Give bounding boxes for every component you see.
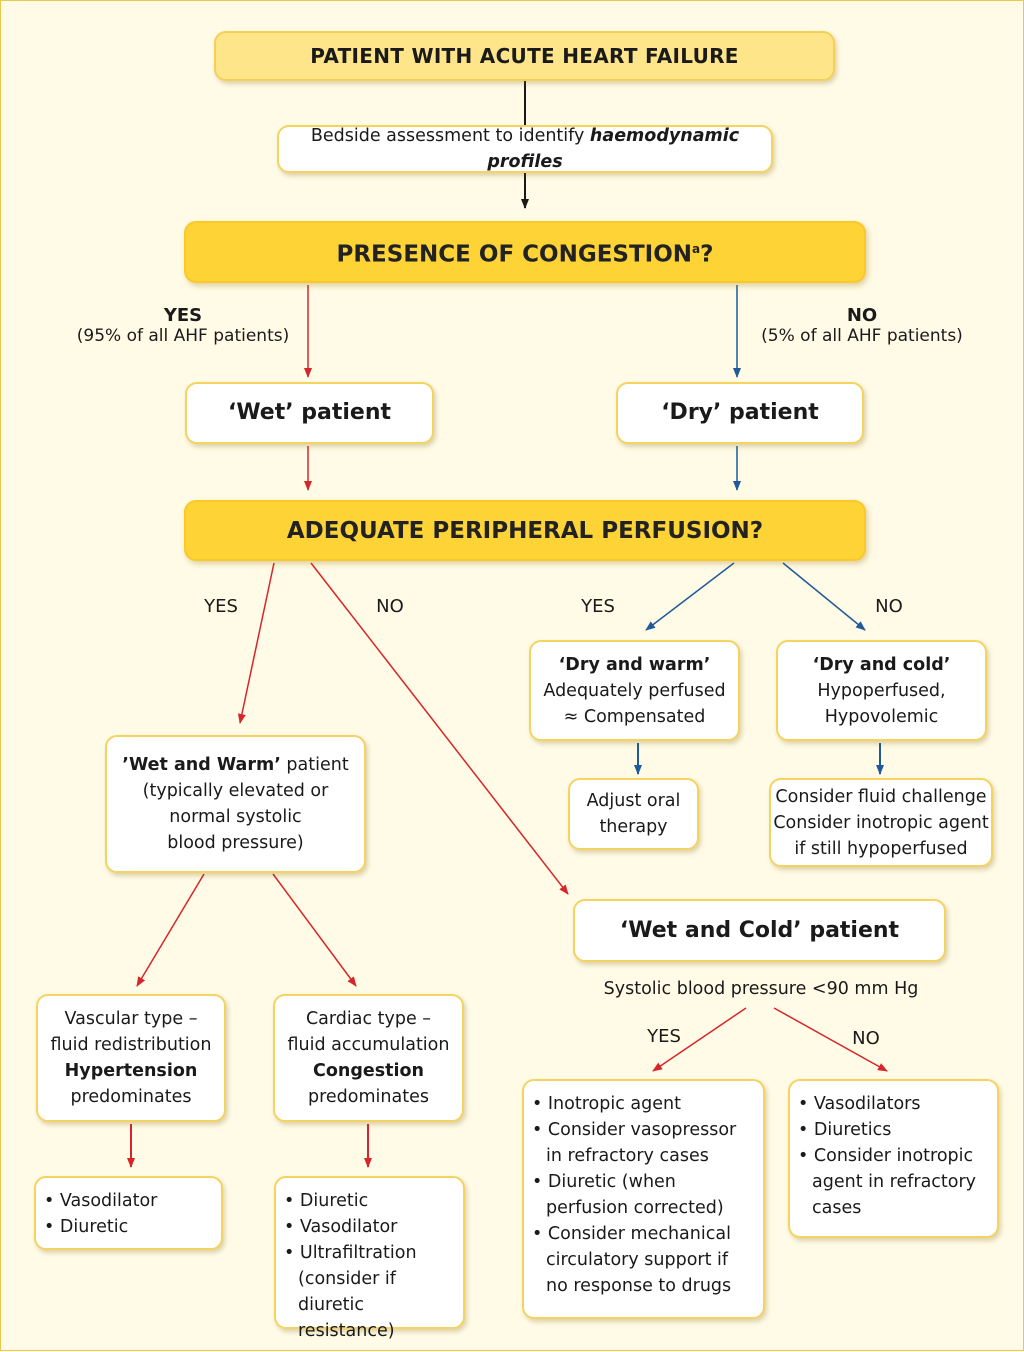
adjust-oral-line1: Adjust oral bbox=[586, 791, 681, 811]
cold-no-tx-item: Vasodilators bbox=[798, 1091, 921, 1117]
fluid-challenge-box: Consider fluid challenge Consider inotro… bbox=[769, 778, 993, 867]
fluid-challenge-line2: Consider inotropic agent bbox=[773, 812, 989, 833]
dry-warm-line2: ≈ Compensated bbox=[563, 706, 706, 727]
congestion-yes-share: (95% of all AHF patients) bbox=[76, 326, 290, 346]
wet-warm-title-bold: ’Wet and Warm’ bbox=[122, 755, 281, 775]
wet-cold-yes-treatment-box: Inotropic agent Consider vasopressor in … bbox=[522, 1079, 765, 1319]
wet-warm-line3: blood pressure) bbox=[167, 833, 304, 853]
title-text: PATIENT WITH ACUTE HEART FAILURE bbox=[310, 44, 739, 68]
dry-patient-text: ‘Dry’ patient bbox=[661, 400, 819, 425]
fluid-challenge-line1: Consider fluid challenge bbox=[775, 786, 987, 807]
arrow-dry-perfusion-yes bbox=[645, 562, 735, 631]
cardiac-tx-item: Ultrafiltration (consider if diuretic re… bbox=[284, 1240, 455, 1344]
vascular-line3: Hypertension bbox=[64, 1061, 198, 1081]
arrow-sbp-yes bbox=[652, 1007, 747, 1072]
wet-patient-text: ‘Wet’ patient bbox=[227, 400, 392, 425]
cold-yes-tx-item: Consider vasopressor in refractory cases bbox=[532, 1117, 755, 1169]
dry-patient-box: ‘Dry’ patient bbox=[616, 382, 864, 444]
assessment-emphasis: haemodynamic profiles bbox=[487, 126, 740, 172]
sbp-no-label: NO bbox=[852, 1028, 880, 1049]
vascular-line1: Vascular type – bbox=[64, 1009, 198, 1029]
adjust-oral-box: Adjust oral therapy bbox=[568, 778, 699, 850]
dry-perfusion-no-label: NO bbox=[875, 596, 903, 617]
dry-warm-box: ‘Dry and warm’ Adequately perfused ≈ Com… bbox=[529, 640, 740, 741]
arrow-sbp-no bbox=[773, 1007, 888, 1072]
dry-cold-line1: Hypoperfused, bbox=[817, 680, 946, 701]
wet-warm-line1: (typically elevated or bbox=[142, 781, 329, 801]
wet-cold-text: ‘Wet and Cold’ patient bbox=[619, 917, 900, 943]
perfusion-question-box: ADEQUATE PERIPHERAL PERFUSION? bbox=[184, 500, 866, 561]
sbp-label: Systolic blood pressure <90 mm Hg bbox=[603, 979, 919, 999]
cold-yes-tx-item: Inotropic agent bbox=[532, 1091, 681, 1117]
vascular-treatment-box: Vasodilator Diuretic bbox=[34, 1176, 223, 1250]
wet-patient-box: ‘Wet’ patient bbox=[185, 382, 434, 444]
vascular-tx-item: Diuretic bbox=[44, 1214, 128, 1240]
cardiac-line3: Congestion bbox=[313, 1061, 424, 1081]
congestion-question-text: PRESENCE OF CONGESTIONa? bbox=[336, 236, 713, 268]
cardiac-line1: Cardiac type – bbox=[305, 1009, 432, 1029]
vascular-line4: predominates bbox=[70, 1087, 192, 1107]
congestion-yes-label: YES (95% of all AHF patients) bbox=[63, 305, 303, 346]
dry-warm-line1: Adequately perfused bbox=[543, 680, 726, 701]
wet-cold-no-treatment-box: Vasodilators Diuretics Consider inotropi… bbox=[788, 1079, 999, 1238]
congestion-question-label: PRESENCE OF CONGESTION bbox=[336, 241, 693, 268]
arrow-warm-to-vascular bbox=[136, 873, 205, 987]
wet-warm-title-suffix: patient bbox=[280, 755, 349, 775]
cardiac-line2: fluid accumulation bbox=[287, 1035, 450, 1055]
congestion-no-label: NO (5% of all AHF patients) bbox=[747, 305, 977, 346]
cardiac-line4: predominates bbox=[308, 1087, 429, 1107]
assessment-text: Bedside assessment to identify haemodyna… bbox=[279, 123, 771, 175]
dry-warm-title: ‘Dry and warm’ bbox=[558, 654, 711, 675]
cardiac-treatment-box: Diuretic Vasodilator Ultrafiltration (co… bbox=[274, 1176, 465, 1341]
sbp-yes-label: YES bbox=[647, 1026, 681, 1047]
congestion-footnote-mark: a bbox=[692, 242, 701, 257]
wet-warm-line2: normal systolic bbox=[169, 807, 302, 827]
dry-cold-line2: Hypovolemic bbox=[824, 706, 939, 727]
fluid-challenge-line3: if still hypoperfused bbox=[794, 838, 968, 859]
vascular-tx-item: Vasodilator bbox=[44, 1188, 157, 1214]
cold-yes-tx-item: Consider mechanical circulatory support … bbox=[532, 1221, 755, 1299]
vascular-type-box: Vascular type – fluid redistribution Hyp… bbox=[36, 994, 226, 1122]
congestion-question-suffix: ? bbox=[700, 241, 714, 268]
cardiac-type-box: Cardiac type – fluid accumulation Conges… bbox=[273, 994, 464, 1122]
wet-warm-box: ’Wet and Warm’ patient (typically elevat… bbox=[105, 735, 366, 873]
dry-cold-box: ‘Dry and cold’ Hypoperfused, Hypovolemic bbox=[776, 640, 987, 741]
perfusion-question-text: ADEQUATE PERIPHERAL PERFUSION? bbox=[286, 517, 764, 544]
assessment-prefix: Bedside assessment to identify bbox=[310, 126, 590, 146]
cold-no-tx-item: Diuretics bbox=[798, 1117, 891, 1143]
congestion-no-share: (5% of all AHF patients) bbox=[761, 326, 963, 346]
dry-cold-title: ‘Dry and cold’ bbox=[812, 654, 951, 675]
assessment-box: Bedside assessment to identify haemodyna… bbox=[277, 125, 773, 173]
adjust-oral-line2: therapy bbox=[599, 817, 668, 837]
vascular-line2: fluid redistribution bbox=[50, 1035, 212, 1055]
cold-no-tx-item: Consider inotropic agent in refractory c… bbox=[798, 1143, 989, 1221]
congestion-yes-word: YES bbox=[163, 305, 203, 326]
wet-perfusion-yes-label: YES bbox=[204, 596, 238, 617]
congestion-no-word: NO bbox=[846, 305, 878, 326]
wet-warm-title: ’Wet and Warm’ patient bbox=[122, 752, 348, 778]
dry-perfusion-yes-label: YES bbox=[581, 596, 615, 617]
congestion-question-box: PRESENCE OF CONGESTIONa? bbox=[184, 221, 866, 283]
arrow-wet-perfusion-no bbox=[310, 562, 569, 895]
arrow-wet-perfusion-yes bbox=[237, 562, 275, 724]
wet-perfusion-no-label: NO bbox=[376, 596, 404, 617]
arrow-dry-perfusion-no bbox=[782, 562, 866, 631]
cold-yes-tx-item: Diuretic (when perfusion corrected) bbox=[532, 1169, 755, 1221]
cardiac-tx-item: Diuretic bbox=[284, 1188, 368, 1214]
arrow-warm-to-cardiac bbox=[272, 873, 357, 987]
title-box: PATIENT WITH ACUTE HEART FAILURE bbox=[214, 31, 835, 81]
cardiac-tx-item: Vasodilator bbox=[284, 1214, 397, 1240]
wet-cold-box: ‘Wet and Cold’ patient bbox=[573, 899, 946, 962]
